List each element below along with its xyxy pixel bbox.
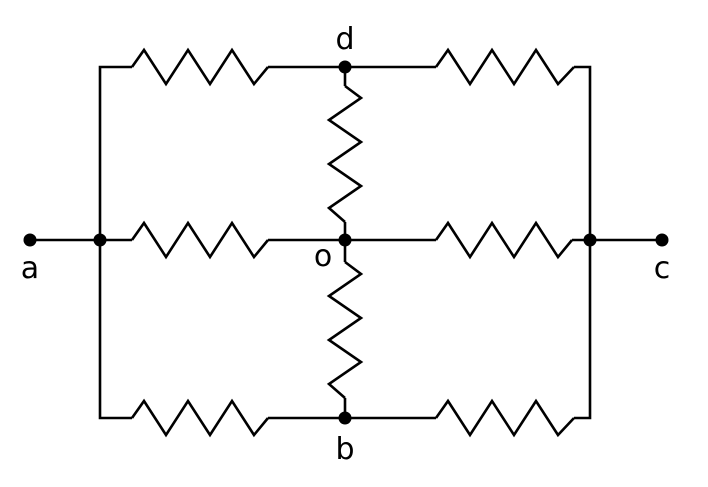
resistor-bottom-left (130, 398, 270, 438)
wire-bottom-right (574, 240, 592, 420)
node-left-junction-dot (93, 233, 107, 247)
resistor-bottom-right (434, 398, 575, 438)
node-labels: d a o c b (21, 22, 670, 467)
wire-bottom-left (98, 240, 132, 420)
nodes (23, 60, 669, 425)
resistor-middle-right (434, 220, 574, 260)
resistor-middle-left (130, 220, 270, 260)
node-d-dot (338, 60, 352, 74)
resistor-top-right (434, 47, 575, 87)
wire-top-right (574, 65, 592, 240)
resistor-top-left (130, 47, 270, 87)
label-d: d (335, 22, 354, 57)
wire-top-left (98, 65, 132, 240)
node-c-dot (655, 233, 669, 247)
node-a-dot (23, 233, 37, 247)
node-b-dot (338, 411, 352, 425)
label-b: b (335, 432, 354, 467)
label-o: o (314, 239, 332, 274)
node-right-junction-dot (583, 233, 597, 247)
node-o-dot (338, 233, 352, 247)
label-c: c (654, 251, 671, 286)
resistor-d-to-o (326, 84, 364, 223)
resistors (130, 47, 575, 438)
label-a: a (21, 251, 39, 286)
resistor-o-to-b (326, 260, 364, 399)
